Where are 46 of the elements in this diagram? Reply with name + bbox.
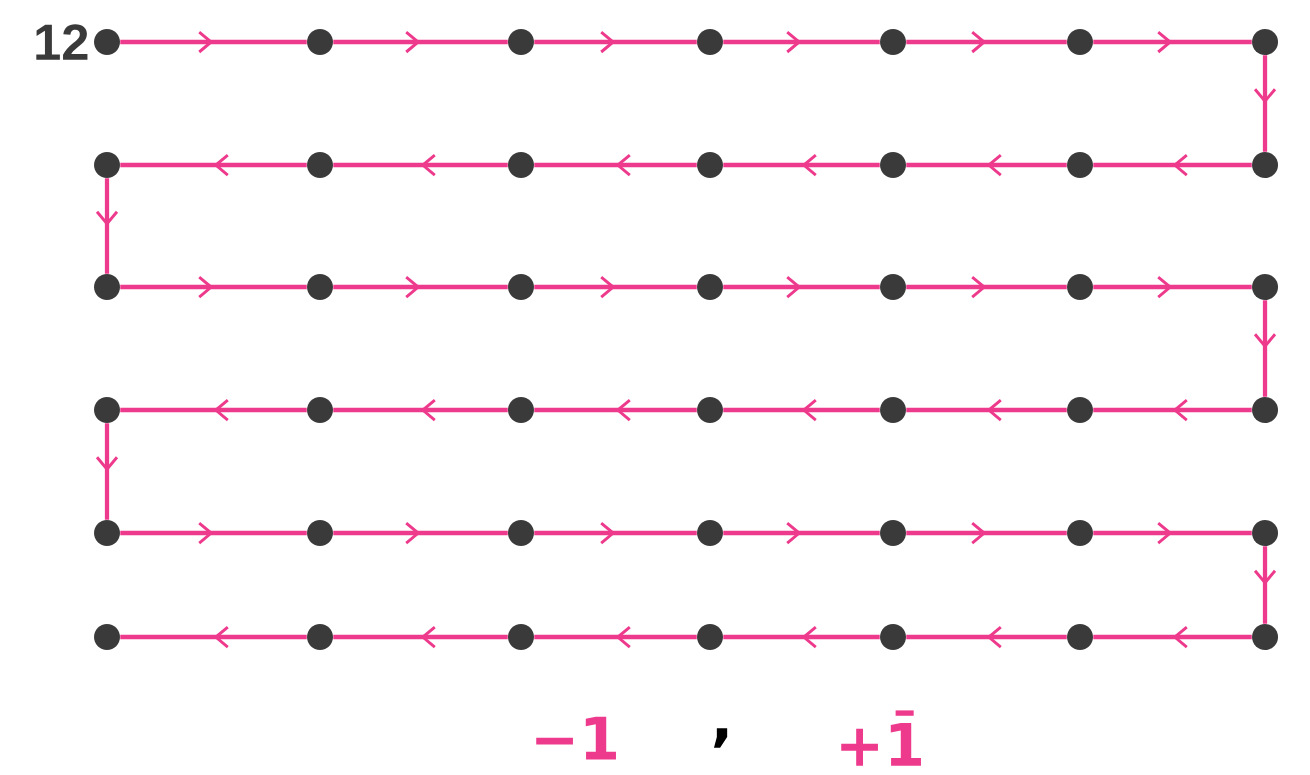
dot — [1252, 397, 1278, 423]
dot — [880, 397, 906, 423]
dot — [1067, 397, 1093, 423]
dot — [508, 152, 534, 178]
dot — [94, 274, 120, 300]
dot — [697, 152, 723, 178]
dot — [307, 397, 333, 423]
dot — [1252, 624, 1278, 650]
dot — [307, 274, 333, 300]
dot — [307, 520, 333, 546]
dot — [1252, 274, 1278, 300]
dot — [94, 397, 120, 423]
dot — [94, 624, 120, 650]
math-sign-label: −1 — [536, 716, 616, 760]
dot — [508, 520, 534, 546]
dot — [307, 152, 333, 178]
dot — [94, 29, 120, 55]
dot — [697, 520, 723, 546]
dot — [508, 624, 534, 650]
dot — [880, 152, 906, 178]
dot — [94, 520, 120, 546]
dot — [94, 152, 120, 178]
number-label: 12 — [36, 24, 88, 60]
math-sign-label: +1̄ — [841, 710, 921, 766]
dot — [307, 29, 333, 55]
dot — [1252, 520, 1278, 546]
dot — [697, 624, 723, 650]
dot — [697, 29, 723, 55]
dot — [1252, 152, 1278, 178]
dot — [880, 274, 906, 300]
dot — [1067, 520, 1093, 546]
dot — [508, 29, 534, 55]
dot — [697, 397, 723, 423]
dot — [880, 624, 906, 650]
comma: , — [714, 728, 728, 748]
dot — [307, 624, 333, 650]
dot — [880, 29, 906, 55]
dot — [1252, 29, 1278, 55]
dot — [880, 520, 906, 546]
dot — [1067, 274, 1093, 300]
dot — [1067, 624, 1093, 650]
dot — [697, 274, 723, 300]
dot — [508, 274, 534, 300]
dot — [1067, 29, 1093, 55]
dot — [1067, 152, 1093, 178]
dot — [508, 397, 534, 423]
